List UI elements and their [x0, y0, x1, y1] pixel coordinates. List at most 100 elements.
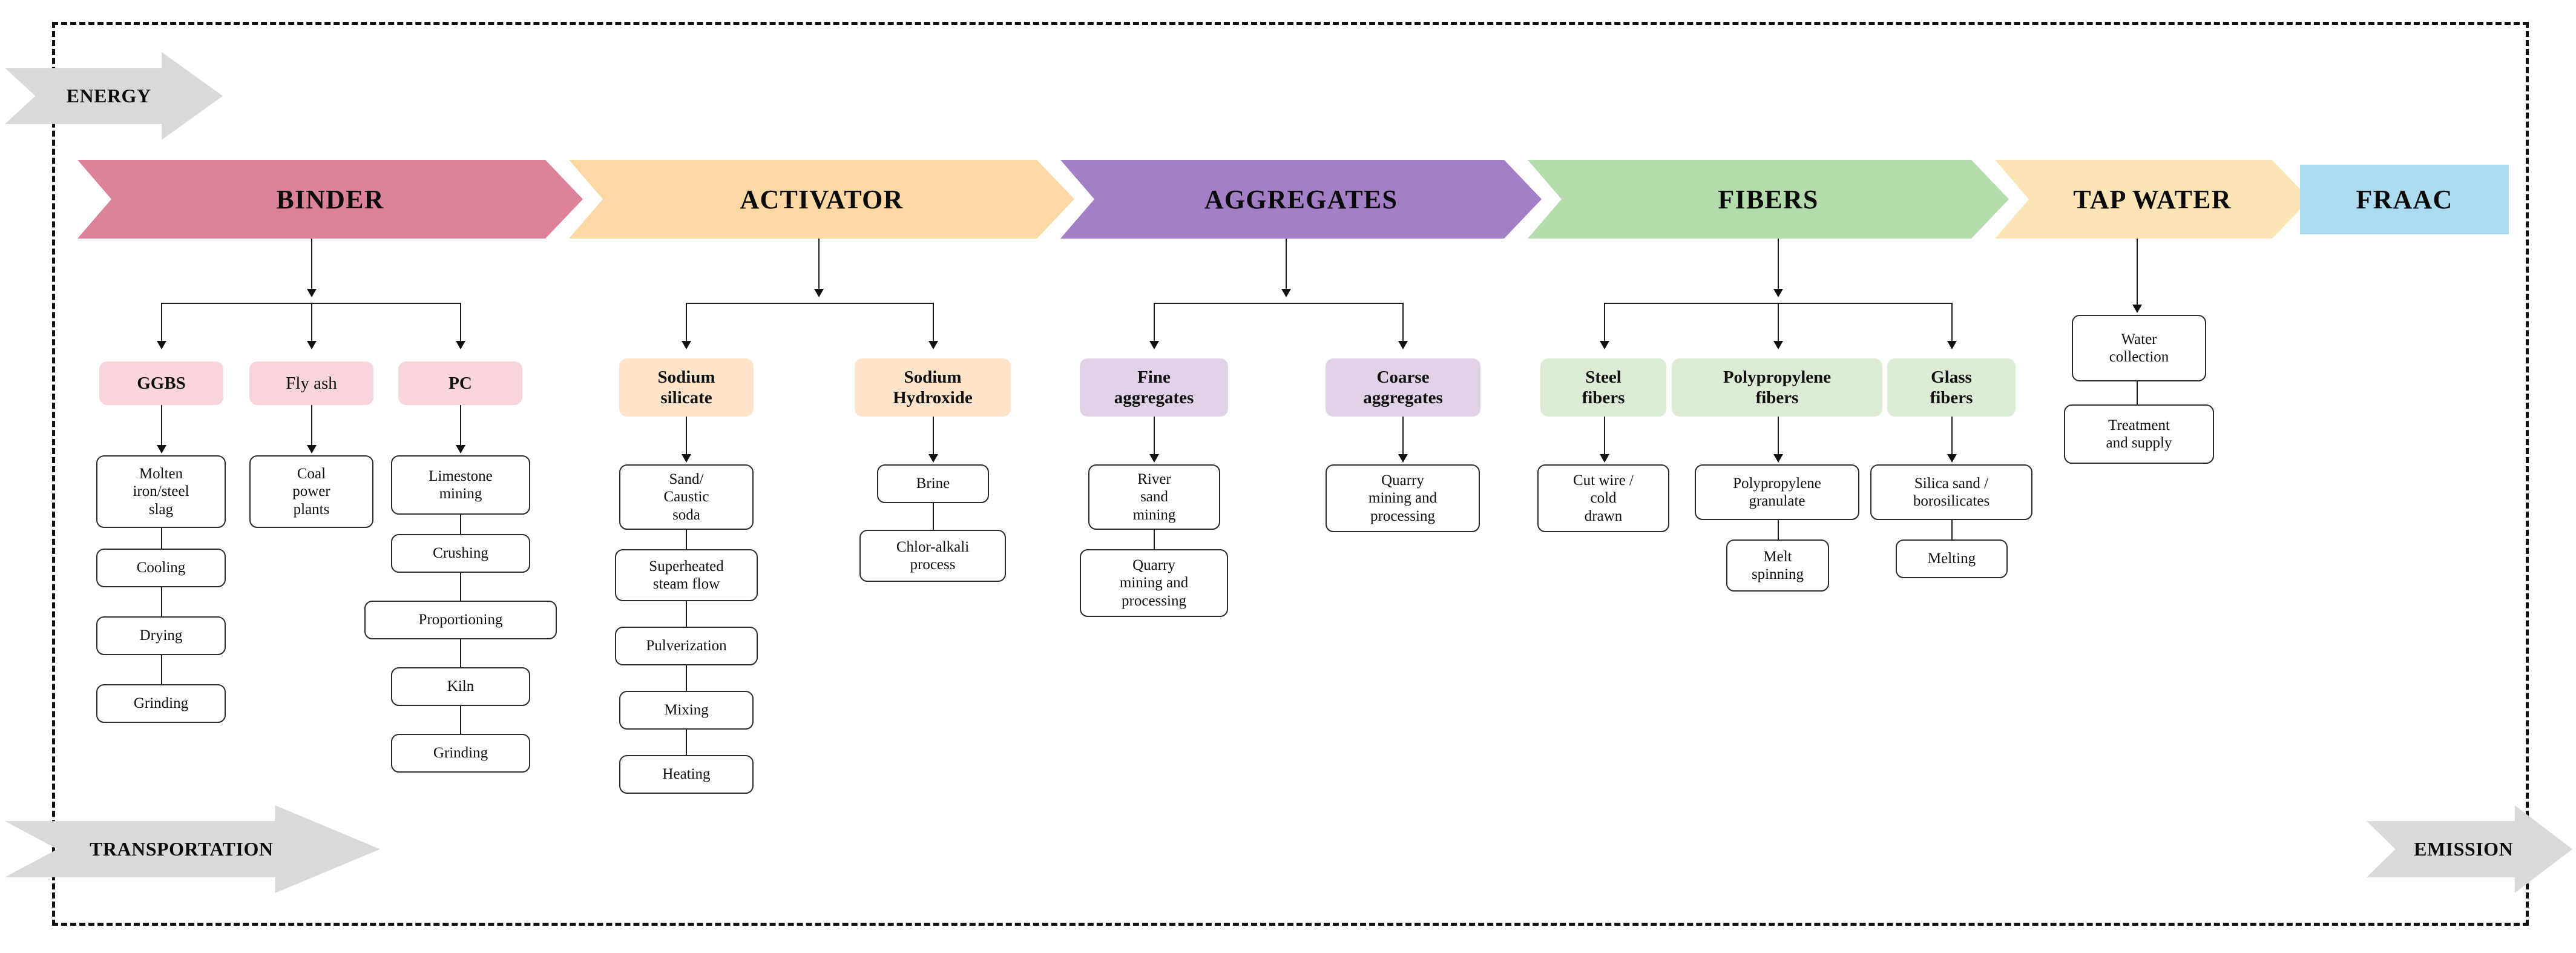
node-superheated-steam-flow[interactable]: Superheated steam flow	[615, 549, 758, 601]
category-fly-ash[interactable]: Fly ash	[249, 361, 373, 405]
tapwater-trunk-arrowhead	[2132, 305, 2142, 313]
category-steel-fibers-label: Steel fibers	[1582, 367, 1625, 407]
category-sodium-hydroxide[interactable]: Sodium Hydroxide	[855, 358, 1011, 417]
node-pulverization[interactable]: Pulverization	[615, 627, 758, 665]
node-molten-slag-label: Molten iron/steel slag	[133, 465, 189, 518]
node-sand-caustic-soda-label: Sand/ Caustic soda	[663, 470, 709, 523]
pc-to-limestone-line	[460, 405, 462, 449]
node-silica-sand-borosilicates[interactable]: Silica sand / borosilicates	[1870, 464, 2032, 520]
stage-banner-activator[interactable]: ACTIVATOR	[569, 160, 1074, 239]
category-sodium-silicate-label: Sodium silicate	[657, 367, 715, 407]
node-cut-wire-cold-drawn-label: Cut wire / cold drawn	[1573, 472, 1634, 524]
category-glass-fibers[interactable]: Glass fibers	[1887, 358, 2016, 417]
activator-branch-left-arrowhead	[682, 341, 691, 349]
node-grinding-ggbs-label: Grinding	[133, 695, 189, 712]
ggbs-to-molten-line	[161, 405, 163, 449]
node-cut-wire-cold-drawn[interactable]: Cut wire / cold drawn	[1537, 464, 1669, 532]
node-kiln[interactable]: Kiln	[391, 667, 530, 706]
node-drying[interactable]: Drying	[96, 616, 226, 655]
node-crushing[interactable]: Crushing	[391, 534, 530, 573]
fibers-trunk-arrowhead	[1773, 289, 1783, 297]
silicate-to-sand-line	[686, 417, 688, 458]
node-melting-label: Melting	[1927, 550, 1976, 567]
node-kiln-label: Kiln	[447, 678, 475, 695]
node-drying-label: Drying	[139, 627, 183, 644]
fibers-branch-mid-arrowhead	[1773, 341, 1783, 349]
category-polypropylene-fibers-label: Polypropylene fibers	[1723, 367, 1832, 407]
node-heating[interactable]: Heating	[619, 755, 754, 794]
node-coal-power-plants-label: Coal power plants	[292, 465, 330, 518]
fibers-branch-left-drop	[1604, 303, 1606, 344]
binder-branch-left-drop	[161, 303, 163, 344]
node-proportioning[interactable]: Proportioning	[364, 601, 557, 639]
node-chlor-alkali-process[interactable]: Chlor-alkali process	[859, 530, 1006, 582]
node-mixing[interactable]: Mixing	[619, 691, 754, 730]
node-sand-caustic-soda[interactable]: Sand/ Caustic soda	[619, 464, 754, 530]
aggregates-branch-right-arrowhead	[1398, 341, 1408, 349]
limestone-to-crushing-line	[460, 515, 462, 534]
pulverization-to-mixing-line	[686, 665, 688, 691]
stage-label-tap-water: TAP WATER	[2073, 184, 2232, 214]
stage-banner-aggregates[interactable]: AGGREGATES	[1060, 160, 1542, 239]
node-coal-power-plants[interactable]: Coal power plants	[249, 455, 373, 528]
stage-label-fraac: FRAAC	[2356, 185, 2453, 214]
node-brine[interactable]: Brine	[877, 464, 989, 503]
node-treatment-and-supply[interactable]: Treatment and supply	[2064, 404, 2214, 464]
category-glass-fibers-label: Glass fibers	[1930, 367, 1973, 407]
aggregates-branch-bar	[1154, 303, 1404, 305]
category-coarse-aggregates-label: Coarse aggregates	[1363, 367, 1443, 407]
tapwater-trunk-line	[2137, 239, 2138, 308]
sand-to-steam-line	[686, 530, 688, 549]
category-pc[interactable]: PC	[398, 361, 522, 405]
node-grinding-pc-label: Grinding	[433, 745, 488, 762]
stage-label-binder: BINDER	[276, 184, 384, 214]
node-melt-spinning[interactable]: Melt spinning	[1726, 539, 1829, 592]
activator-branch-left-drop	[686, 303, 688, 344]
node-polypropylene-granulate-label: Polypropylene granulate	[1733, 475, 1821, 510]
ggbs-to-molten-arrowhead	[157, 445, 166, 453]
node-melting[interactable]: Melting	[1896, 539, 2008, 578]
category-polypropylene-fibers[interactable]: Polypropylene fibers	[1672, 358, 1882, 417]
stage-banner-binder[interactable]: BINDER	[77, 160, 583, 239]
node-chlor-alkali-process-label: Chlor-alkali process	[896, 538, 970, 573]
category-fine-aggregates[interactable]: Fine aggregates	[1080, 358, 1228, 417]
node-limestone-mining[interactable]: Limestone mining	[391, 455, 530, 515]
node-river-sand-mining[interactable]: River sand mining	[1088, 464, 1220, 530]
node-grinding-pc[interactable]: Grinding	[391, 734, 530, 773]
fine-to-riversand-arrowhead	[1149, 454, 1159, 463]
brine-to-chloralkali-line	[933, 503, 935, 530]
category-ggbs[interactable]: GGBS	[99, 361, 223, 405]
node-quarry-coarse-label: Quarry mining and processing	[1368, 472, 1438, 524]
node-quarry-coarse[interactable]: Quarry mining and processing	[1326, 464, 1480, 532]
stage-label-aggregates: AGGREGATES	[1204, 184, 1398, 214]
silica-to-melting-line	[1951, 520, 1953, 539]
node-molten-slag[interactable]: Molten iron/steel slag	[96, 455, 226, 528]
binder-branch-mid-arrowhead	[307, 341, 317, 349]
node-quarry-fine[interactable]: Quarry mining and processing	[1080, 549, 1228, 617]
stage-banner-fibers[interactable]: FIBERS	[1528, 160, 2009, 239]
category-sodium-silicate[interactable]: Sodium silicate	[619, 358, 754, 417]
binder-trunk-arrowhead	[307, 289, 317, 297]
node-mixing-label: Mixing	[664, 702, 709, 719]
pp-to-granulate-line	[1778, 417, 1779, 458]
cooling-to-drying-line	[161, 587, 163, 616]
pc-to-limestone-arrowhead	[456, 445, 465, 453]
node-cooling[interactable]: Cooling	[96, 549, 226, 587]
steel-to-cutwire-line	[1604, 417, 1606, 458]
node-superheated-steam-flow-label: Superheated steam flow	[649, 558, 724, 593]
stage-banner-fraac[interactable]: FRAAC	[2300, 165, 2509, 234]
category-fine-aggregates-label: Fine aggregates	[1114, 367, 1194, 407]
category-steel-fibers[interactable]: Steel fibers	[1540, 358, 1666, 417]
category-coarse-aggregates[interactable]: Coarse aggregates	[1326, 358, 1480, 417]
node-water-collection[interactable]: Water collection	[2072, 315, 2206, 381]
fine-to-riversand-line	[1154, 417, 1155, 458]
granulate-to-meltspinning-line	[1778, 520, 1779, 539]
node-heating-label: Heating	[662, 766, 711, 783]
steam-to-pulverization-line	[686, 601, 688, 627]
node-grinding-ggbs[interactable]: Grinding	[96, 684, 226, 723]
stage-banner-tap-water[interactable]: TAP WATER	[1995, 160, 2310, 239]
binder-trunk-line	[311, 239, 313, 293]
node-brine-label: Brine	[916, 475, 950, 492]
node-polypropylene-granulate[interactable]: Polypropylene granulate	[1695, 464, 1859, 520]
drying-to-grinding-line	[161, 655, 163, 684]
